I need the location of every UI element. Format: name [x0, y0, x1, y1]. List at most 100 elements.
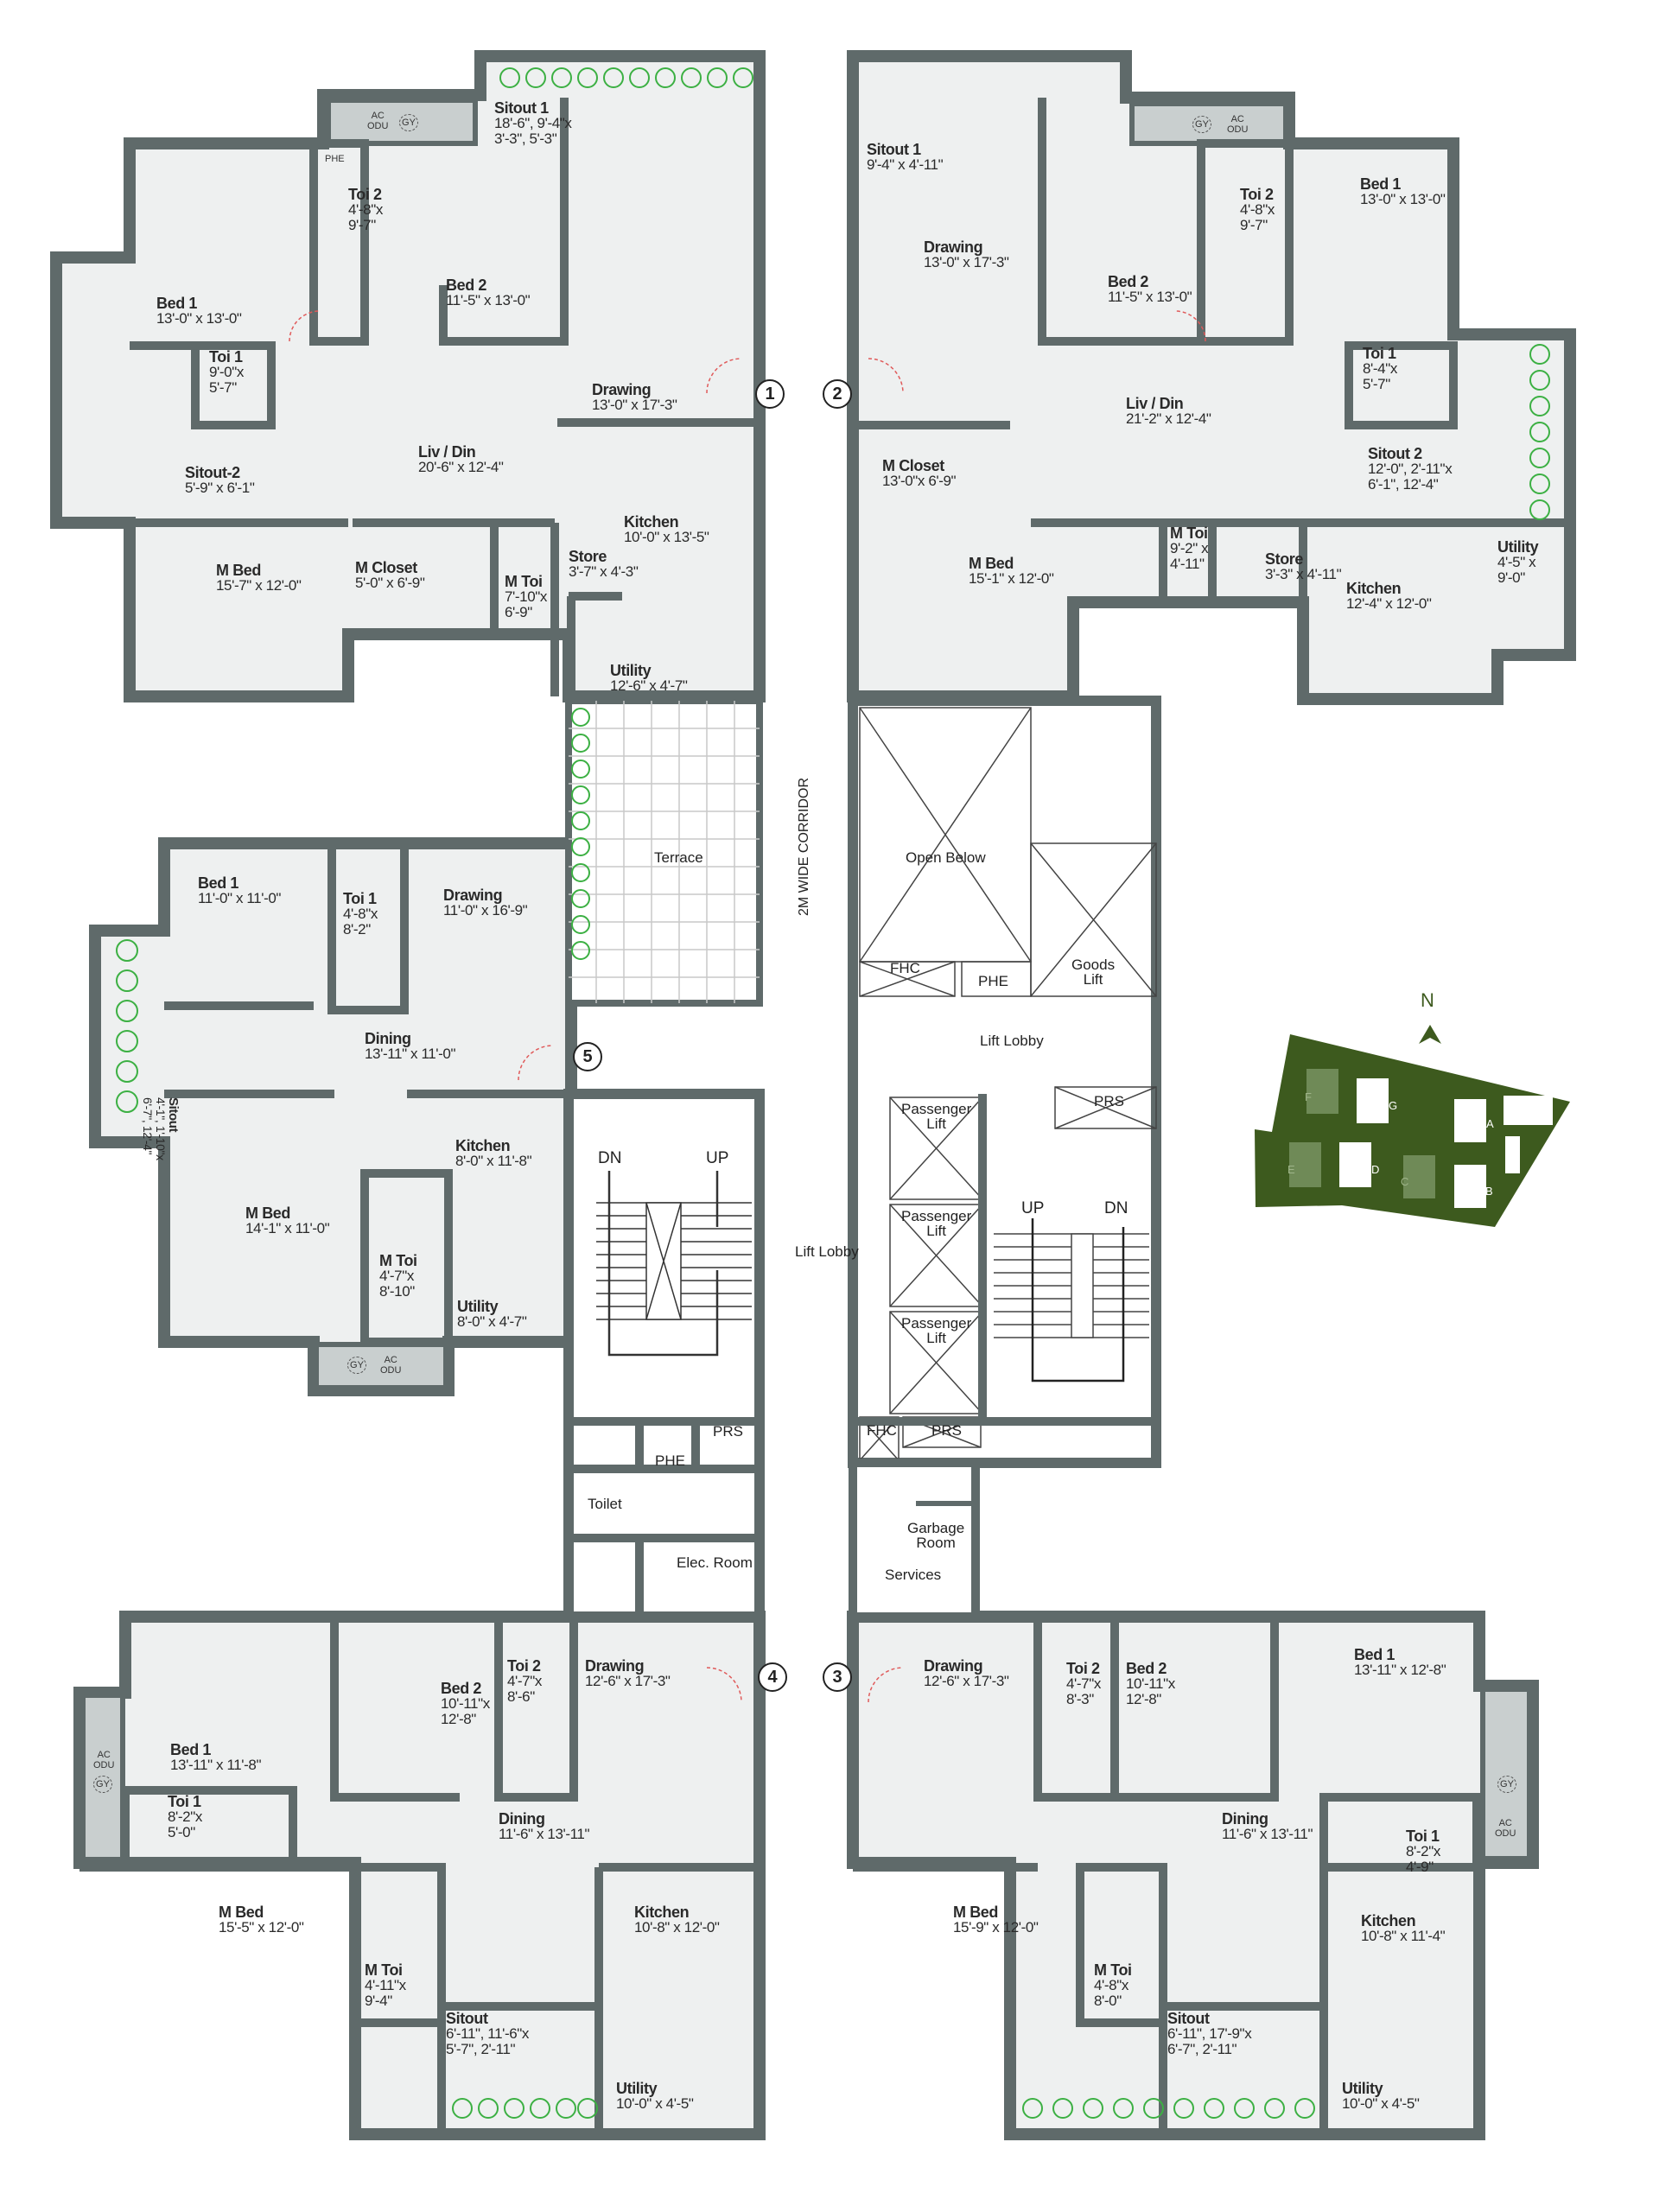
goods-lift-label: Goods Lift [1071, 957, 1116, 988]
fhc-tag: FHC [867, 1422, 897, 1439]
tower-label-a: A [1486, 1117, 1494, 1130]
terrace-label: Terrace [654, 849, 703, 866]
services-label: Services [885, 1567, 942, 1583]
tower-label-d: D [1371, 1163, 1379, 1176]
geyser-icon: GY [1497, 1776, 1516, 1793]
lift-lobby-label: Lift Lobby [795, 1243, 859, 1260]
prs-tag: PRS [1094, 1093, 1124, 1109]
stair-down-label: DN [1104, 1199, 1128, 1217]
door-swings [289, 310, 1206, 1703]
core [563, 696, 1161, 1622]
fhc-tag: FHC [890, 960, 920, 976]
tower-label-e: E [1287, 1163, 1295, 1176]
stair-down-label: DN [598, 1149, 622, 1167]
north-arrow-icon [1419, 1025, 1441, 1044]
unit-number-2: 2 [823, 379, 852, 409]
unit-4-outline [73, 1611, 766, 2140]
phe-tag: PHE [325, 154, 345, 164]
tower-label-b: B [1485, 1185, 1493, 1198]
tower-label-f: F [1305, 1090, 1312, 1103]
lift-lobby-label: Lift Lobby [980, 1033, 1044, 1049]
geyser-icon: GY [93, 1776, 112, 1793]
unit-number-4: 4 [758, 1662, 787, 1692]
unit-number-5: 5 [573, 1042, 602, 1071]
ac-odu-area [1480, 1687, 1532, 1861]
stair-up-label: UP [1021, 1199, 1045, 1217]
geyser-icon: GY [1192, 116, 1211, 133]
tower-label-g: G [1389, 1099, 1397, 1112]
unit-1-outline [50, 50, 766, 702]
garbage-room-label: Garbage Room [907, 1520, 965, 1551]
geyser-icon: GY [347, 1357, 366, 1374]
passenger-lift-label: Passenger Lift [901, 1208, 972, 1239]
toilet-label: Toilet [588, 1496, 622, 1512]
passenger-lift-label: Passenger Lift [901, 1315, 972, 1346]
tower-label-c: C [1401, 1175, 1408, 1188]
stair-up-label: UP [706, 1149, 729, 1167]
north-label: N [1421, 989, 1434, 1011]
passenger-lift-label: Passenger Lift [901, 1101, 972, 1132]
planters [116, 67, 1550, 2119]
unit-number-3: 3 [823, 1662, 852, 1692]
prs-tag: PRS [931, 1422, 962, 1439]
